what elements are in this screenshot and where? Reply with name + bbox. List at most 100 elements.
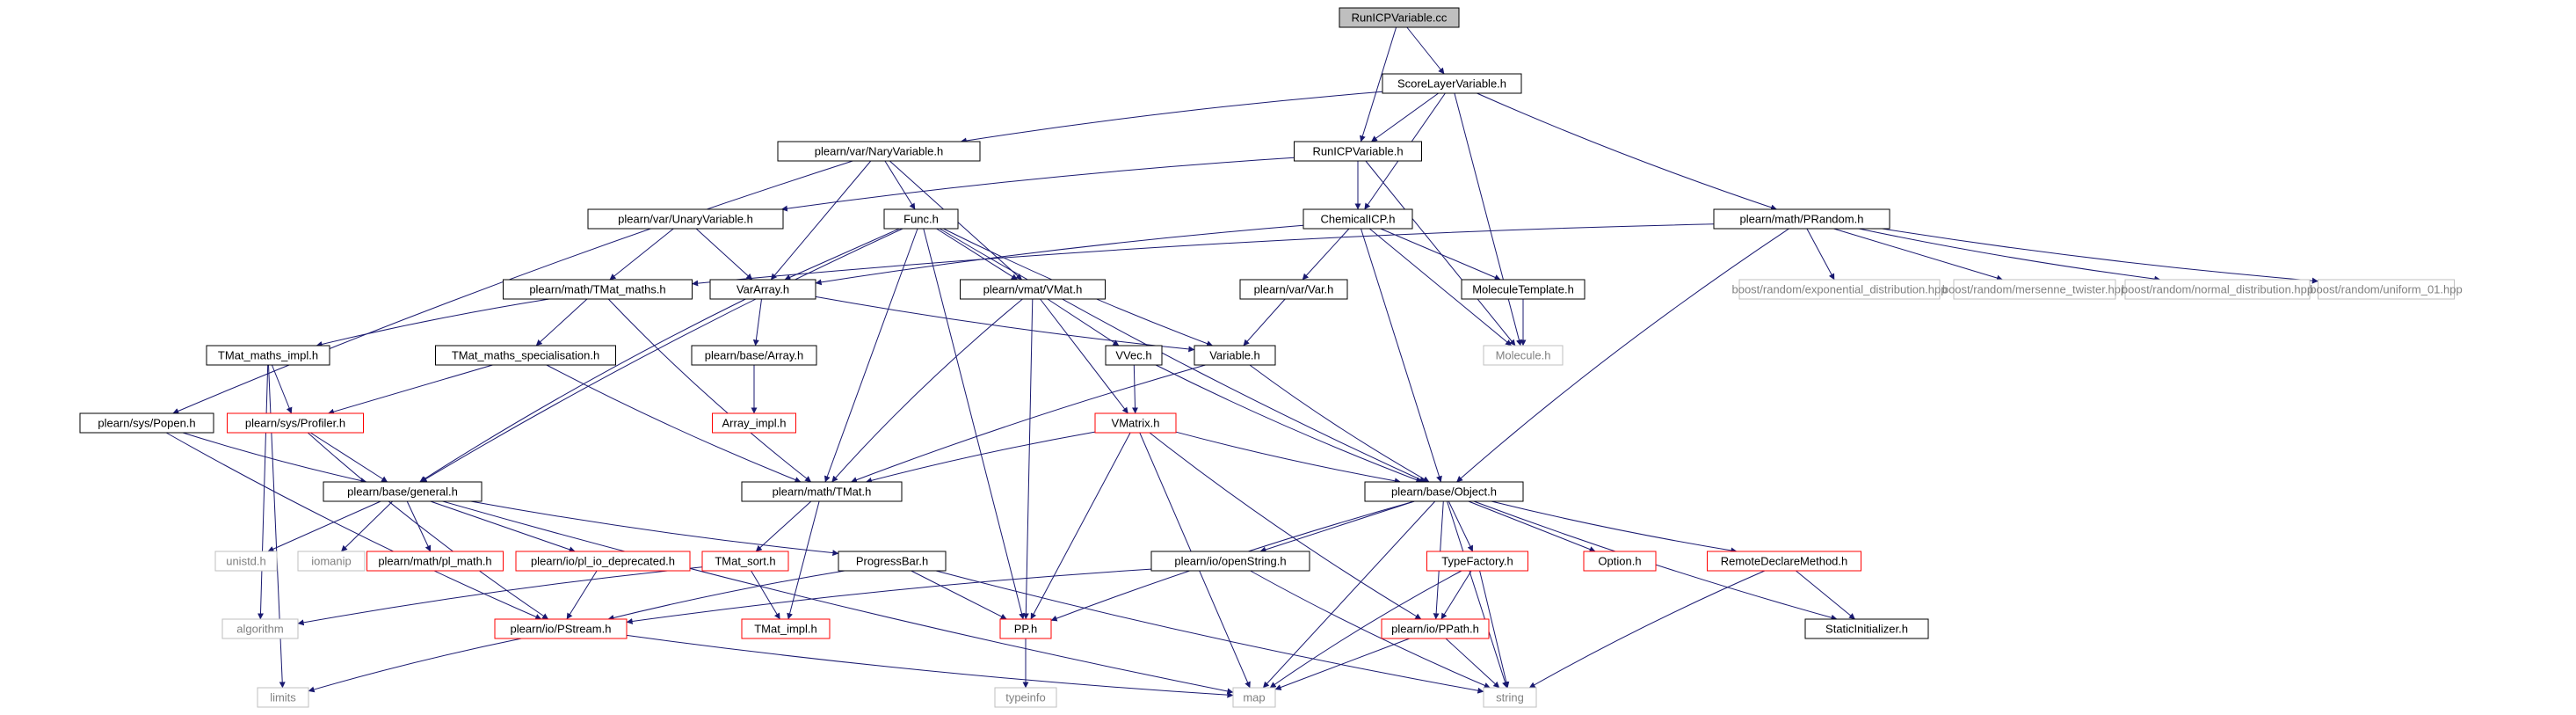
node-tmatmaths[interactable]: plearn/math/TMat_maths.h <box>503 279 693 300</box>
node-label: TypeFactory.h <box>1441 555 1513 568</box>
node-popen[interactable]: plearn/sys/Popen.h <box>79 412 214 434</box>
node-tmatspec[interactable]: TMat_maths_specialisation.h <box>435 345 616 366</box>
node-label: VMatrix.h <box>1112 417 1160 430</box>
node-box <box>1804 618 1929 639</box>
node-label: ChemicalICP.h <box>1320 213 1395 226</box>
node-vmat[interactable]: plearn/vmat/VMat.h <box>960 279 1106 300</box>
node-box <box>1105 345 1163 366</box>
node-box <box>1339 7 1460 28</box>
node-bnorm: boost/random/normal_distribution.hpp <box>2122 279 2313 300</box>
node-label: typeinfo <box>1005 691 1046 704</box>
edge-score-to-prandom <box>1477 92 1777 211</box>
node-box <box>323 481 483 502</box>
node-label: TMat_sort.h <box>715 555 775 568</box>
node-typeinfo: typeinfo <box>994 687 1057 708</box>
node-vvec[interactable]: VVec.h <box>1105 345 1163 366</box>
node-remotedecl[interactable]: RemoteDeclareMethod.h <box>1707 551 1861 572</box>
node-func[interactable]: Func.h <box>883 208 959 230</box>
node-score[interactable]: ScoreLayerVariable.h <box>1382 73 1522 94</box>
node-label: boost/random/uniform_01.hpp <box>2310 283 2462 296</box>
node-label: plearn/var/Var.h <box>1254 283 1334 296</box>
node-moltemplate[interactable]: MoleculeTemplate.h <box>1461 279 1586 300</box>
node-unistd: unistd.h <box>214 551 278 572</box>
node-label: TMat_impl.h <box>754 623 817 636</box>
edge-tmatmaths-to-tmatimpl <box>316 298 550 347</box>
node-iomanip: iomanip <box>297 551 366 572</box>
node-ppath[interactable]: plearn/io/PPath.h <box>1381 618 1490 639</box>
edge-tmatimpl-to-algorithm <box>257 364 269 620</box>
node-pph[interactable]: PP.h <box>999 618 1052 639</box>
node-prandom[interactable]: plearn/math/PRandom.h <box>1713 208 1890 230</box>
edge-prandom-to-tmatmaths <box>692 223 1715 287</box>
node-tmatsort[interactable]: TMat_sort.h <box>701 551 789 572</box>
node-nary[interactable]: plearn/var/NaryVariable.h <box>777 141 981 162</box>
edge-varh-to-variable <box>1243 298 1286 347</box>
node-box <box>1483 687 1537 708</box>
node-box <box>741 481 903 502</box>
node-label: map <box>1243 691 1265 704</box>
node-arrayimpl[interactable]: Array_impl.h <box>712 412 796 434</box>
node-label: plearn/base/Object.h <box>1391 485 1497 499</box>
node-typefactory[interactable]: TypeFactory.h <box>1426 551 1528 572</box>
edge-chemical-to-varh <box>1302 228 1350 281</box>
node-pstream[interactable]: plearn/io/PStream.h <box>494 618 628 639</box>
node-arrayh[interactable]: plearn/base/Array.h <box>691 345 817 366</box>
edge-root-to-score <box>1406 26 1445 75</box>
edge-tmatspec-to-tmath <box>546 364 802 483</box>
edge-typefactory-to-ppath <box>1440 570 1472 620</box>
edge-vvec-to-vmatrix <box>1132 364 1139 414</box>
node-box <box>587 208 784 230</box>
node-label: string <box>1496 691 1524 704</box>
edge-openstring-to-pstream <box>626 568 1152 624</box>
node-variable[interactable]: Variable.h <box>1194 345 1276 366</box>
node-box <box>883 208 959 230</box>
node-box <box>1738 279 1941 300</box>
edge-root-to-runicp <box>1360 26 1397 142</box>
node-tmatimplh[interactable]: TMat_impl.h <box>741 618 831 639</box>
edge-func-to-tmath <box>824 228 918 483</box>
node-bmt: boost/random/mersenne_twister.hpp <box>1942 279 2127 300</box>
edge-profiler-to-pstream <box>307 432 549 620</box>
node-box <box>214 551 278 572</box>
node-chemical[interactable]: ChemicalICP.h <box>1303 208 1413 230</box>
edge-pstream-to-limits <box>308 638 522 693</box>
edge-object-to-string <box>1447 500 1508 689</box>
node-plmath[interactable]: plearn/math/pl_math.h <box>366 551 504 572</box>
node-label: plearn/math/TMat.h <box>773 485 872 499</box>
node-object[interactable]: plearn/base/Object.h <box>1364 481 1524 502</box>
node-box <box>712 412 796 434</box>
node-vmatrix[interactable]: VMatrix.h <box>1094 412 1177 434</box>
node-box <box>1583 551 1657 572</box>
node-label: MoleculeTemplate.h <box>1472 283 1574 296</box>
edge-vararray-to-arrayh <box>752 298 762 347</box>
node-box <box>79 412 214 434</box>
node-box <box>1303 208 1413 230</box>
edge-tmatspec-to-profiler <box>328 364 493 415</box>
node-box <box>701 551 789 572</box>
node-progress[interactable]: ProgressBar.h <box>838 551 947 572</box>
node-tmath[interactable]: plearn/math/TMat.h <box>741 481 903 502</box>
node-varh[interactable]: plearn/var/Var.h <box>1239 279 1348 300</box>
node-box <box>366 551 504 572</box>
edge-tmatmaths-to-tmath <box>607 298 812 483</box>
node-label: ProgressBar.h <box>856 555 928 568</box>
node-general[interactable]: plearn/base/general.h <box>323 481 483 502</box>
node-runicp[interactable]: RunICPVariable.h <box>1294 141 1422 162</box>
node-vararray[interactable]: VarArray.h <box>709 279 816 300</box>
node-root[interactable]: RunICPVariable.cc <box>1339 7 1460 28</box>
node-label: plearn/vmat/VMat.h <box>983 283 1083 296</box>
edge-chemical-to-vararray <box>815 224 1304 286</box>
node-tmatimpl[interactable]: TMat_maths_impl.h <box>206 345 330 366</box>
node-staticinit[interactable]: StaticInitializer.h <box>1804 618 1929 639</box>
node-box <box>960 279 1106 300</box>
node-option[interactable]: Option.h <box>1583 551 1657 572</box>
node-pliodep[interactable]: plearn/io/pl_io_deprecated.h <box>515 551 691 572</box>
node-unary[interactable]: plearn/var/UnaryVariable.h <box>587 208 784 230</box>
node-map: map <box>1232 687 1276 708</box>
edge-unary-to-tmatmaths <box>609 228 674 281</box>
node-openstring[interactable]: plearn/io/openString.h <box>1150 551 1310 572</box>
node-box <box>221 618 299 639</box>
node-profiler[interactable]: plearn/sys/Profiler.h <box>227 412 364 434</box>
node-label: Option.h <box>1598 555 1641 568</box>
node-label: VVec.h <box>1115 349 1151 362</box>
